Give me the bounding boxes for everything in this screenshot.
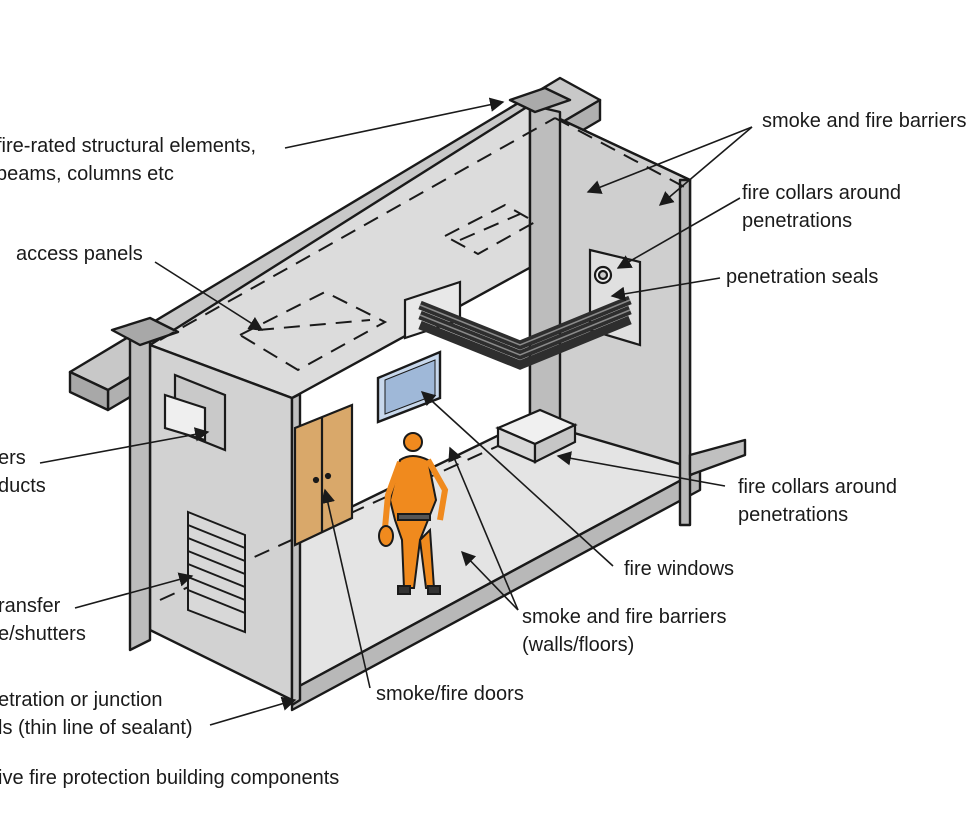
label-collars-bottom-1: fire collars around — [738, 476, 897, 498]
label-barriers-top: smoke and fire barriers — [762, 110, 967, 132]
label-structural-2: beams, columns etc — [0, 163, 174, 185]
label-collars-top-1: fire collars around — [742, 182, 901, 204]
label-structural-1: fire-rated structural elements, — [0, 135, 256, 157]
fire-window — [378, 352, 440, 422]
label-collars-bottom-2: penetrations — [738, 504, 848, 526]
label-transfer-2: e/shutters — [0, 623, 86, 645]
label-barriers-bottom-1: smoke and fire barriers — [522, 606, 727, 628]
label-dampers-1: ers — [0, 447, 26, 469]
label-junction-1: etration or junction — [0, 689, 163, 711]
label-dampers-2: ducts — [0, 475, 46, 497]
label-barriers-bottom-2: (walls/floors) — [522, 634, 634, 656]
label-access-panels: access panels — [16, 243, 143, 265]
diagram-caption: ive fire protection building components — [0, 767, 339, 789]
label-junction-2: ls (thin line of sealant) — [0, 717, 193, 739]
label-fire-windows: fire windows — [624, 558, 734, 580]
label-penetration-seals: penetration seals — [726, 266, 878, 288]
label-collars-top-2: penetrations — [742, 210, 852, 232]
label-doors: smoke/fire doors — [376, 683, 524, 705]
label-transfer-1: ransfer — [0, 595, 61, 617]
front-column — [130, 330, 150, 650]
